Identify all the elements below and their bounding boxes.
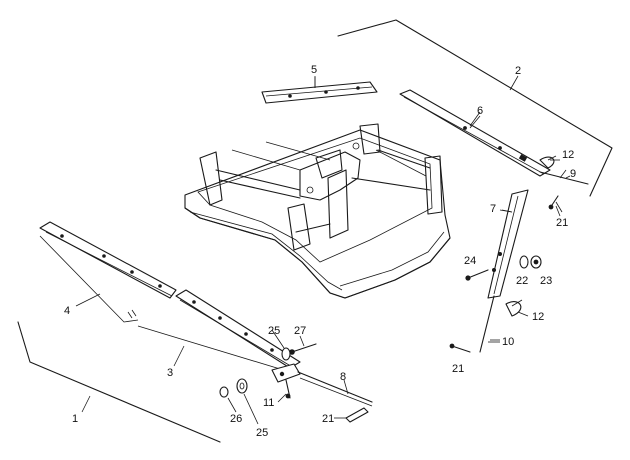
part-6-rail bbox=[399, 89, 551, 177]
part-22-washer bbox=[519, 255, 529, 269]
part-12-clip-lower bbox=[505, 299, 523, 317]
callout-6: 6 bbox=[477, 105, 483, 117]
part-21-bolt-middle bbox=[449, 343, 471, 353]
callout-12-upper: 12 bbox=[562, 149, 574, 161]
part-11-bolt bbox=[285, 379, 291, 399]
callout-24: 24 bbox=[464, 255, 476, 267]
part-23-nut bbox=[530, 255, 542, 269]
part-25-washer-upper bbox=[281, 347, 291, 361]
mower-deck bbox=[184, 123, 451, 299]
part-4-side-plate bbox=[39, 221, 177, 323]
callout-12-lower: 12 bbox=[532, 311, 544, 323]
part-8-rod bbox=[271, 363, 373, 407]
callout-21-upper: 21 bbox=[556, 217, 568, 229]
callout-27: 27 bbox=[294, 325, 306, 337]
part-25-washer-lower bbox=[236, 378, 248, 394]
callout-8: 8 bbox=[340, 371, 346, 383]
callout-9: 9 bbox=[570, 168, 576, 180]
part-24-bolt bbox=[465, 269, 489, 281]
part-26-nut bbox=[219, 386, 229, 398]
part-21-bolt-upper bbox=[548, 195, 563, 213]
callout-25-lower: 25 bbox=[256, 427, 268, 439]
part-9-rod bbox=[539, 169, 589, 185]
assembly-bracket-2 bbox=[337, 19, 613, 197]
callout-11: 11 bbox=[263, 397, 274, 409]
callout-10: 10 bbox=[502, 336, 514, 348]
part-3-front-plate bbox=[137, 289, 301, 373]
callout-4: 4 bbox=[64, 305, 70, 317]
callout-23: 23 bbox=[540, 275, 552, 287]
callout-22: 22 bbox=[516, 275, 528, 287]
leader-lines bbox=[75, 75, 571, 425]
callouts: 1 2 3 4 5 6 7 8 9 10 11 12 12 21 21 21 2… bbox=[64, 64, 576, 439]
part-5-rail bbox=[261, 77, 378, 104]
assembly-bracket-1 bbox=[17, 321, 221, 443]
callout-7: 7 bbox=[490, 203, 496, 215]
callout-5: 5 bbox=[311, 64, 317, 76]
part-7-bracket bbox=[487, 189, 529, 299]
callout-21-lower: 21 bbox=[322, 413, 334, 425]
callout-2: 2 bbox=[515, 65, 521, 77]
part-27-bolt bbox=[289, 343, 317, 355]
callout-1: 1 bbox=[72, 413, 78, 425]
part-10-rod bbox=[479, 295, 500, 353]
callout-3: 3 bbox=[167, 367, 173, 379]
callout-26: 26 bbox=[230, 413, 242, 425]
callout-25-upper: 25 bbox=[268, 325, 280, 337]
callout-21-middle: 21 bbox=[452, 363, 464, 375]
part-21-pin-lower bbox=[345, 407, 369, 423]
